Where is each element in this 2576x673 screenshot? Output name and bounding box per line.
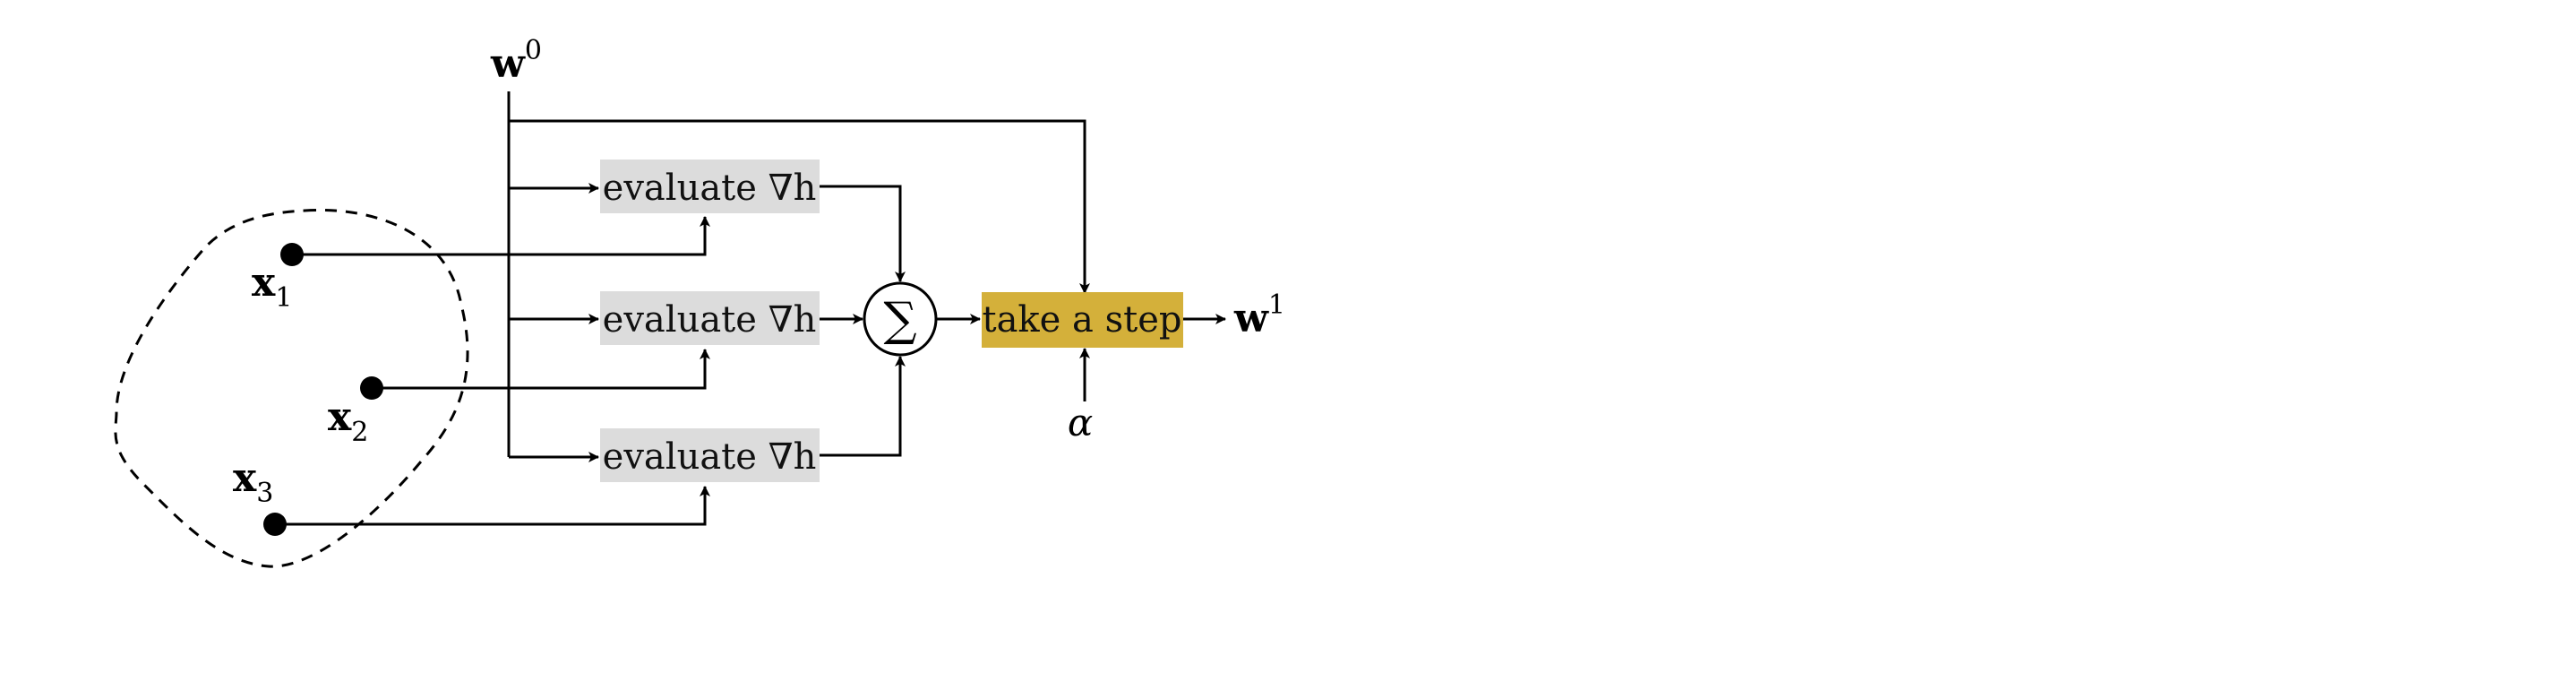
- sum-symbol: ∑: [883, 293, 916, 347]
- evaluate-3-to-sum-connector: [819, 356, 906, 457]
- dataset-region-outline: [114, 208, 469, 568]
- data-point-2: [360, 376, 383, 400]
- point-1-label: x1: [252, 260, 292, 314]
- point-2-label: x2: [328, 394, 368, 448]
- evaluate-box-3-label: evaluate ∇h: [603, 436, 817, 478]
- evaluate-box-1: evaluate ∇h: [600, 160, 820, 213]
- evaluate-1-to-sum-connector: [819, 185, 906, 282]
- take-step-box: take a step: [982, 292, 1183, 348]
- output-weight-label: w1: [1233, 289, 1285, 341]
- evaluate-box-1-label: evaluate ∇h: [603, 168, 817, 209]
- evaluate-box-2-label: evaluate ∇h: [603, 299, 817, 341]
- summation-node: ∑: [863, 281, 938, 357]
- take-step-label: take a step: [983, 299, 1182, 341]
- evaluate-box-3: evaluate ∇h: [600, 428, 820, 482]
- point-1-to-evaluate-connector: [292, 216, 710, 256]
- point-3-to-evaluate-connector: [275, 486, 710, 526]
- weight-to-step-connector: [509, 119, 1090, 294]
- point-2-to-evaluate-connector: [372, 349, 710, 390]
- data-point-3: [263, 513, 287, 536]
- input-weight-label: w0: [490, 35, 542, 87]
- evaluate-box-2: evaluate ∇h: [600, 291, 820, 345]
- step-size-label: α: [1068, 401, 1093, 444]
- data-point-1: [280, 243, 304, 266]
- point-3-label: x3: [233, 455, 273, 509]
